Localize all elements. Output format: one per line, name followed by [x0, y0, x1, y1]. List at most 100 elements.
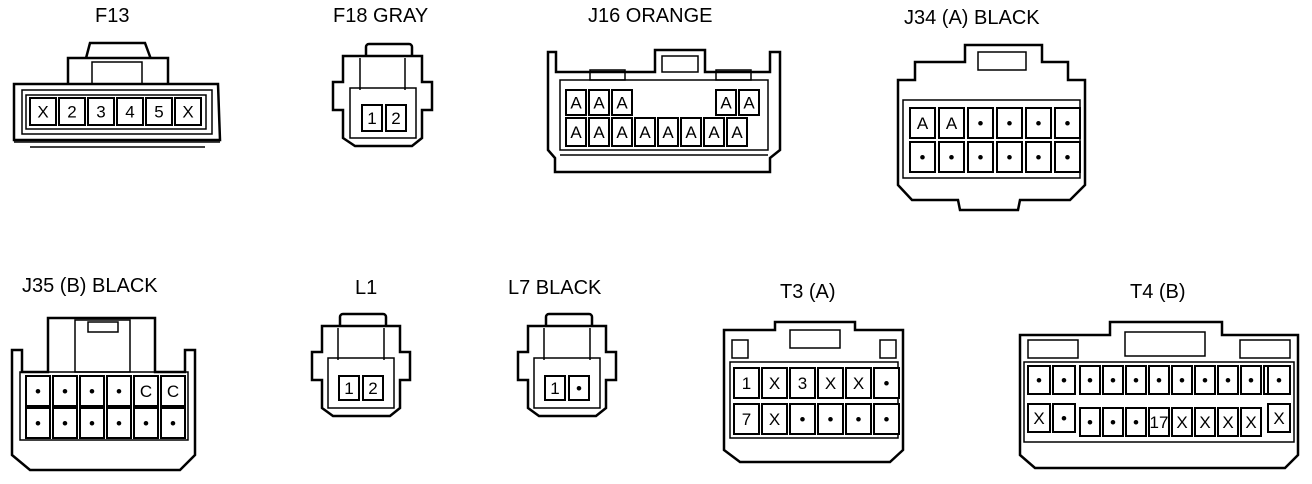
t4-bottom-left-pin-1: X: [1033, 409, 1044, 428]
t4-top-mid-cell: [1148, 365, 1170, 395]
t4-top-mid-cell: [1125, 365, 1147, 395]
connector-t3-label: T3 (A): [780, 281, 836, 303]
j35-top-cell: [106, 375, 132, 407]
t4-top-left-cell: [1027, 365, 1051, 395]
f13-cell: [87, 97, 115, 126]
j35-top-cell: [133, 375, 159, 407]
t4-bottom-mid-pin-3: •: [1133, 413, 1139, 432]
j35-top-pin-5: C: [140, 382, 152, 401]
t4-bottom-mid-cell: [1171, 407, 1193, 437]
j16-bottom-pin-6: A: [685, 123, 697, 142]
j35-top-pin-3: •: [89, 382, 95, 401]
j34-top-pin-5: •: [1036, 114, 1042, 133]
j35-bottom-pin-5: •: [143, 414, 149, 433]
t3-top-cell: [817, 367, 844, 399]
j16-bottom-cell: [657, 117, 679, 147]
j34-top-pin-3: •: [978, 114, 984, 133]
j35-top-pin-1: •: [35, 382, 41, 401]
t4-bottom-left-cell: [1052, 403, 1076, 433]
j16-top-left-pin-3: A: [616, 94, 628, 113]
j16-top-right-cell: [715, 89, 737, 116]
j16-bottom-cell: [588, 117, 610, 147]
f13-pin-2: 2: [67, 103, 76, 122]
t4-bottom-mid-pin-8: X: [1245, 413, 1256, 432]
t4-top-mid-cell: [1240, 365, 1262, 395]
j16-top-left-cell: [611, 89, 633, 116]
t3-top-cell: [789, 367, 816, 399]
t4-top-mid-pin-7: •: [1225, 371, 1231, 390]
f13-cell: [174, 97, 202, 126]
t3-bottom-pin-5: •: [856, 410, 862, 429]
t4-top-mid-pin-4: •: [1156, 371, 1162, 390]
f18-pin-2: 2: [391, 109, 400, 128]
j16-top-left-pin-2: A: [593, 94, 605, 113]
j34-bottom-pin-1: •: [920, 148, 926, 167]
j34-bottom-pin-5: •: [1036, 148, 1042, 167]
f13-pin-3: 3: [96, 103, 105, 122]
connector-j35-label: J35 (B) BLACK: [22, 275, 158, 297]
t4-top-mid-pin-5: •: [1179, 371, 1185, 390]
f18-pin-1: 1: [367, 109, 376, 128]
connector-f18: F18 GRAY 1 2: [331, 5, 434, 148]
f13-cell: [58, 97, 86, 126]
t3-bottom-cell: [789, 403, 816, 435]
j34-top-pin-4: •: [1007, 114, 1013, 133]
j34-bottom-pin-4: •: [1007, 148, 1013, 167]
j34-top-cell: [967, 107, 994, 139]
t3-top-cell: [761, 367, 788, 399]
f13-pin-6: X: [182, 103, 193, 122]
t3-bottom-cell: [761, 403, 788, 435]
j34-bottom-cell: [938, 141, 965, 173]
j16-top-left-pin-1: A: [570, 94, 582, 113]
j35-top-pin-2: •: [62, 382, 68, 401]
f13-cell: [29, 97, 57, 126]
j35-bottom-cell: [160, 407, 186, 439]
j34-top-cell: [996, 107, 1023, 139]
t3-bottom-pin-1: 7: [742, 410, 751, 429]
j16-bottom-cell: [703, 117, 725, 147]
j35-bottom-cell: [52, 407, 78, 439]
j34-top-pin-6: •: [1065, 114, 1071, 133]
connector-l1: L1 1 2: [310, 277, 412, 418]
t3-bottom-pin-6: •: [884, 410, 890, 429]
j35-top-pin-6: C: [167, 382, 179, 401]
t3-top-cell: [733, 367, 760, 399]
j16-bottom-pin-2: A: [593, 123, 605, 142]
f13-pin-1: X: [37, 103, 48, 122]
f13-pin-5: 5: [154, 103, 163, 122]
t3-top-pin-4: X: [825, 374, 836, 393]
j34-bottom-pin-6: •: [1065, 148, 1071, 167]
t4-top-left-cell: [1052, 365, 1076, 395]
t3-top-pin-3: 3: [798, 374, 807, 393]
l7-pin-2: •: [576, 379, 582, 398]
l7-pin-1: 1: [550, 379, 559, 398]
j34-bottom-cell: [909, 141, 936, 173]
j16-bottom-cell: [611, 117, 633, 147]
f13-pin-4: 4: [125, 103, 134, 122]
t3-bottom-cell: [873, 403, 900, 435]
j35-bottom-pin-4: •: [116, 414, 122, 433]
t4-bottom-mid-pin-4: 17: [1150, 413, 1169, 432]
t4-top-right-pin-1: •: [1276, 371, 1282, 390]
j16-bottom-pin-4: A: [639, 123, 651, 142]
t4-top-mid-pin-1: •: [1087, 371, 1093, 390]
t3-bottom-pin-4: •: [828, 410, 834, 429]
t3-bottom-cell: [817, 403, 844, 435]
t4-top-mid-cell: [1171, 365, 1193, 395]
t3-top-pin-2: X: [769, 374, 780, 393]
connector-j34-label: J34 (A) BLACK: [904, 7, 1040, 29]
t4-top-mid-pin-3: •: [1133, 371, 1139, 390]
t3-bottom-pin-2: X: [769, 410, 780, 429]
l1-pin-1: 1: [344, 379, 353, 398]
t4-top-mid-cell: [1102, 365, 1124, 395]
